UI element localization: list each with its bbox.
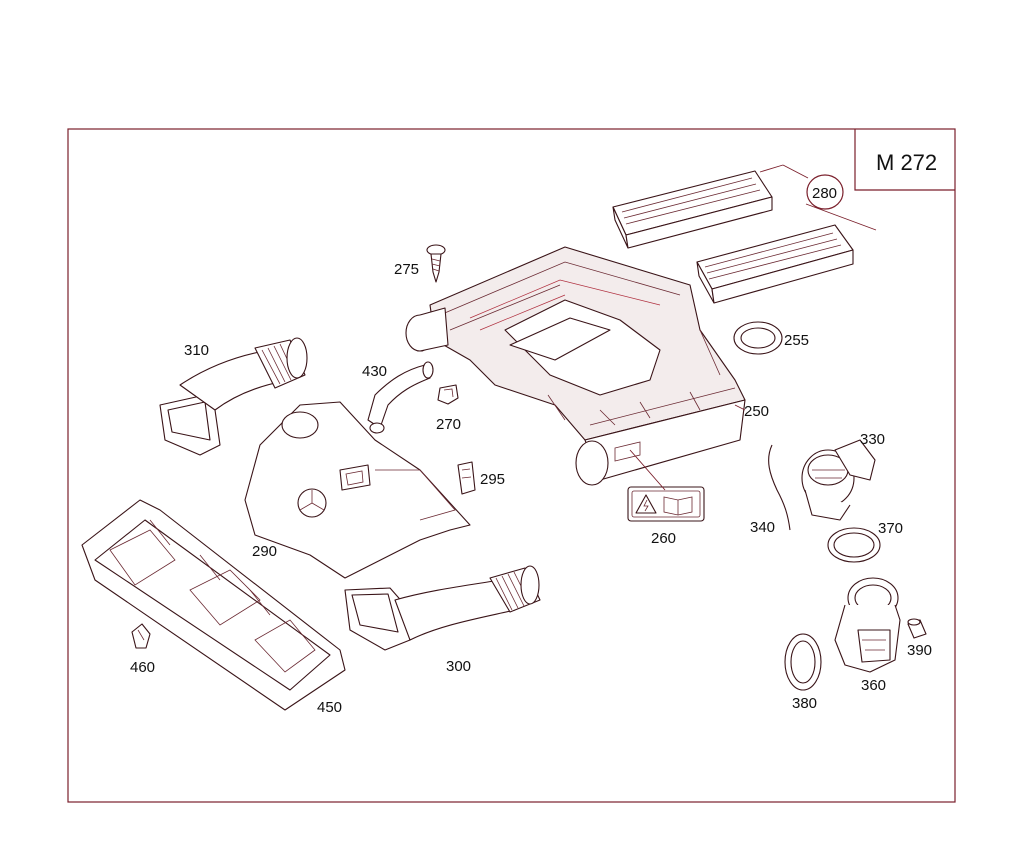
label-340: 340	[750, 519, 775, 536]
label-430: 430	[362, 363, 387, 380]
label-460: 460	[130, 659, 155, 676]
screw-275[interactable]	[426, 244, 446, 283]
seal-ring-255[interactable]	[733, 321, 783, 355]
air-filter-elements[interactable]	[612, 170, 854, 304]
label-255: 255	[784, 332, 809, 349]
leader-260	[629, 449, 666, 491]
label-450: 450	[317, 699, 342, 716]
label-390: 390	[907, 642, 932, 659]
wire-340[interactable]	[768, 444, 791, 531]
seal-ring-380[interactable]	[784, 633, 822, 691]
label-260: 260	[651, 530, 676, 547]
warning-triangle-icon	[635, 494, 657, 514]
engine-title: M 272	[876, 150, 937, 175]
clip-460[interactable]	[131, 623, 151, 649]
clip-270[interactable]	[437, 384, 459, 405]
leader-250	[734, 404, 746, 411]
label-270: 270	[436, 416, 461, 433]
hose-430[interactable]	[367, 361, 434, 434]
label-360: 360	[861, 677, 886, 694]
callout-circle-280	[806, 174, 844, 210]
air-flow-sensor-330[interactable]	[801, 439, 876, 521]
cowl-panel-450[interactable]	[81, 499, 346, 711]
label-330: 330	[860, 431, 885, 448]
air-filter-housing-250[interactable]	[405, 246, 746, 486]
leader-280	[759, 164, 877, 231]
label-370: 370	[878, 520, 903, 537]
label-300: 300	[446, 658, 471, 675]
clip-295[interactable]	[457, 461, 476, 495]
title-box	[854, 129, 955, 191]
plug-390[interactable]	[907, 618, 927, 639]
clamp-ring-370[interactable]	[827, 527, 881, 563]
label-380: 380	[792, 695, 817, 712]
throttle-housing-360[interactable]	[834, 577, 901, 673]
intake-duct-310[interactable]	[159, 337, 308, 456]
label-295: 295	[480, 471, 505, 488]
engine-cover-290[interactable]	[244, 401, 471, 579]
label-280: 280	[812, 185, 837, 202]
label-250: 250	[744, 403, 769, 420]
label-290: 290	[252, 543, 277, 560]
label-310: 310	[184, 342, 209, 359]
label-275: 275	[394, 261, 419, 278]
diagram-frame	[67, 128, 956, 803]
intake-duct-300[interactable]	[344, 565, 541, 651]
warning-label-260[interactable]	[627, 486, 705, 522]
